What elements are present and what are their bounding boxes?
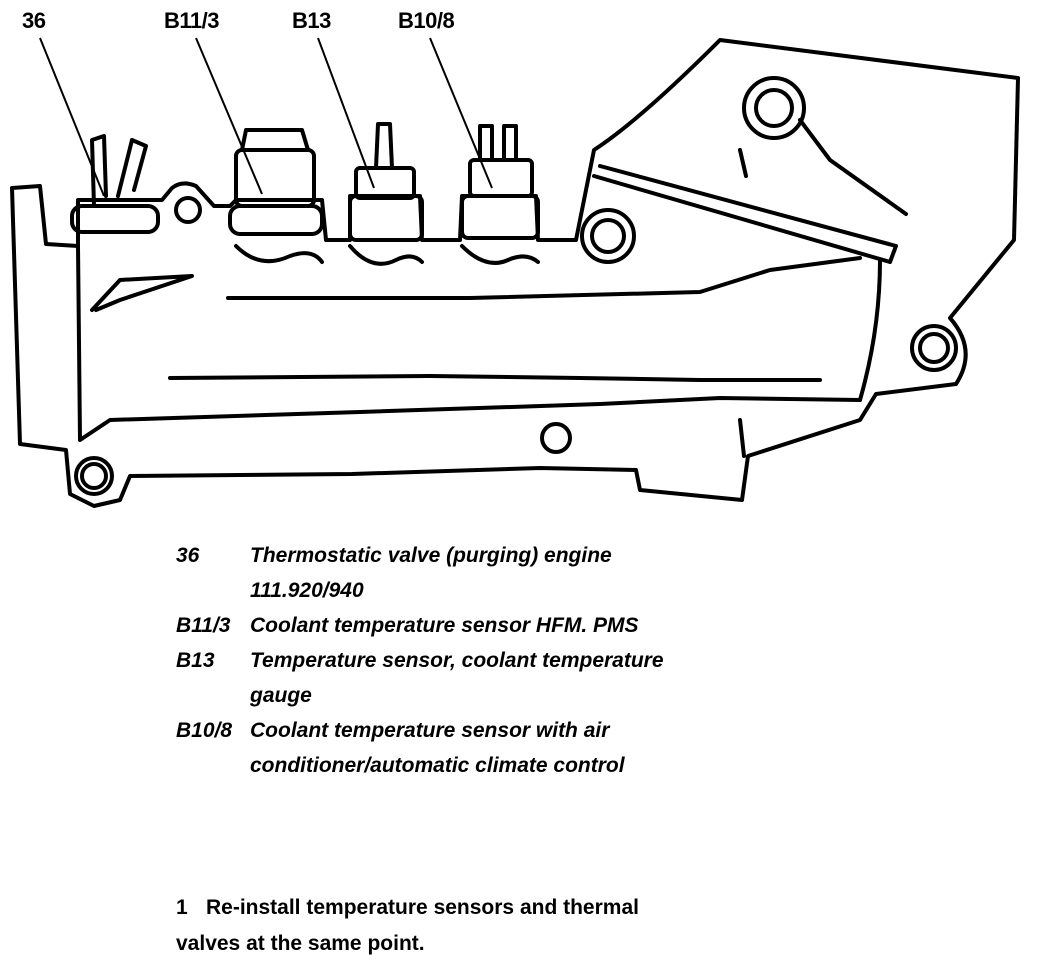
legend-item: B10/8 Coolant temperature sensor with ai… <box>176 713 696 783</box>
callout-36: 36 <box>22 8 46 33</box>
sensor-36-nut <box>70 204 160 234</box>
legend-code: B11/3 <box>176 614 231 637</box>
mount-hole-4 <box>910 324 958 372</box>
note-number: 1 <box>176 896 188 919</box>
inner-channel <box>76 244 862 442</box>
sensor-b11-3-nut <box>228 204 324 236</box>
sensor-b13-body <box>354 166 416 200</box>
legend-item: 36 Thermostatic valve (purging) engine 1… <box>176 538 696 608</box>
leader-36 <box>39 37 105 197</box>
mount-hole-3 <box>742 76 806 140</box>
boss-base-3 <box>460 244 540 265</box>
legend-code: B13 <box>176 649 215 672</box>
sensor-36-pins <box>90 134 148 208</box>
mount-hole-6-inner <box>80 462 108 490</box>
legend-desc: Coolant temperature sensor with air cond… <box>250 719 625 777</box>
outlet-lower <box>738 258 882 458</box>
leader-b11-3 <box>195 37 263 195</box>
inner-runner <box>168 374 822 382</box>
sensor-b10-8-nut <box>460 194 540 240</box>
legend-desc: Thermostatic valve (purging) engine 111.… <box>250 544 612 602</box>
mount-hole-2-inner <box>590 218 626 254</box>
legend-desc: Coolant temperature sensor HFM. PMS <box>250 614 639 637</box>
inner-runner-2 <box>226 256 862 300</box>
boss-base-2 <box>348 244 424 266</box>
outlet-flange <box>738 118 908 216</box>
legend: 36 Thermostatic valve (purging) engine 1… <box>176 538 696 783</box>
sensor-b13-nut <box>348 194 424 242</box>
leader-b10-8 <box>429 37 493 189</box>
mount-hole-1 <box>174 196 202 224</box>
mount-hole-5 <box>540 422 572 454</box>
boss-base-1 <box>234 244 324 264</box>
leader-b13 <box>317 37 375 189</box>
legend-code: B10/8 <box>176 719 233 742</box>
coolant-manifold-diagram <box>10 37 1020 508</box>
outlet-housing <box>592 164 898 264</box>
legend-desc: Temperature sensor, coolant temperature … <box>250 649 664 707</box>
legend-code: 36 <box>176 544 200 567</box>
inner-channel-top <box>90 274 194 312</box>
sensor-b11-3-cap <box>240 128 310 152</box>
mount-hole-3-inner <box>754 88 794 128</box>
mount-hole-4-inner <box>918 332 950 364</box>
mount-hole-2 <box>580 208 636 264</box>
legend-item: B11/3 Coolant temperature sensor HFM. PM… <box>176 608 696 643</box>
sensor-b10-8-body <box>468 158 534 198</box>
callout-b13: B13 <box>292 8 331 33</box>
mount-hole-6 <box>74 456 114 496</box>
sensor-b10-8-pins <box>478 124 518 162</box>
housing-outline <box>10 38 1020 508</box>
sensor-b13-pin <box>374 122 394 170</box>
legend-item: B13 Temperature sensor, coolant temperat… <box>176 643 696 713</box>
callout-b11-3: B11/3 <box>164 8 220 33</box>
note-text: Re-install temperature sensors and therm… <box>176 896 639 955</box>
callout-b10-8: B10/8 <box>398 8 455 33</box>
